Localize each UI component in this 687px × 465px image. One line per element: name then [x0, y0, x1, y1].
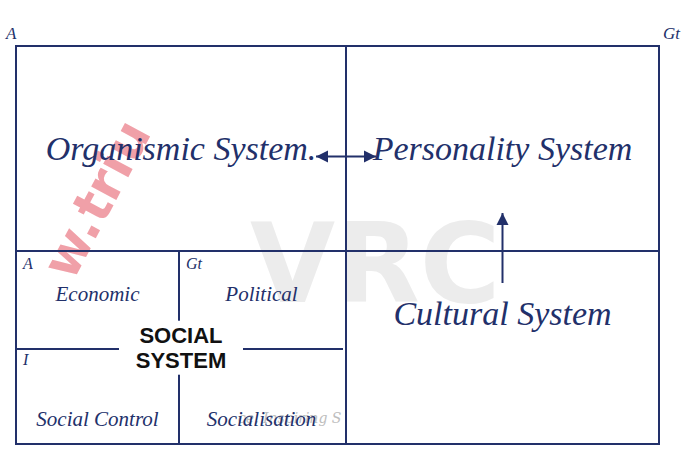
function-name: Social Control	[21, 407, 174, 431]
function-name: Socialisation	[184, 407, 339, 431]
function-letter: A	[23, 255, 33, 273]
function-name: Economic	[21, 282, 174, 306]
system-name: Organismic System.	[46, 129, 317, 168]
function-letter: I	[23, 351, 28, 369]
corner-letter: Gt	[663, 24, 680, 44]
function-letter: Gt	[186, 255, 202, 273]
system-name: Cultural System	[393, 294, 611, 333]
system-box: Personality System	[345, 45, 660, 252]
arrow-head	[497, 213, 509, 225]
system-name: Personality System	[373, 129, 633, 168]
function-name: Political	[184, 282, 339, 306]
arrow-head	[316, 151, 328, 163]
system-box: Organismic System.	[15, 45, 347, 252]
grid-title: SOCIAL SYSTEM	[119, 320, 243, 375]
system-box: Cultural System	[345, 250, 660, 445]
subsystem-grid: SOCIAL SYSTEM A Economic GtPoliticalI Social…	[15, 250, 347, 445]
corner-letter: A	[6, 24, 16, 44]
